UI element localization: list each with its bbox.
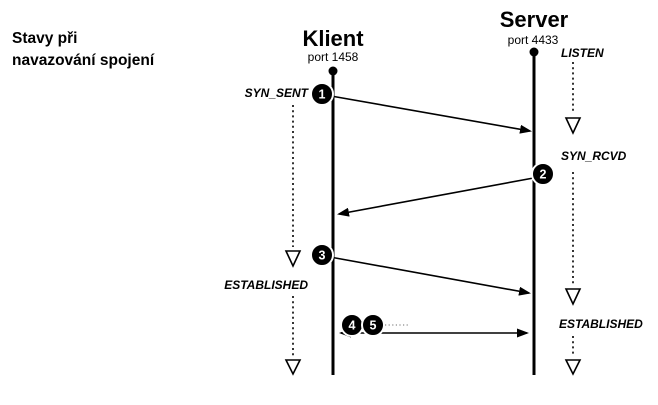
server-lifeline-start-dot xyxy=(529,47,539,57)
client-state-syn-sent-label: SYN_SENT xyxy=(245,86,310,100)
server-state-syn-rcvd-label: SYN_RCVD xyxy=(561,149,627,163)
step-badge-5: 5 xyxy=(361,313,385,337)
client-lifeline-start-dot xyxy=(328,66,338,76)
step-badge-3: 3 xyxy=(310,243,334,267)
step-badge-2-number: 2 xyxy=(540,168,547,182)
client-state-open-arrowhead-2 xyxy=(284,359,302,376)
server-title: Server xyxy=(500,7,569,32)
syn-message-arrow xyxy=(330,95,532,134)
ack-message-arrow xyxy=(329,256,531,296)
page-title-line2: navazování spojení xyxy=(12,52,155,69)
step-badge-1: 1 xyxy=(310,82,334,106)
server-state-listen-label: LISTEN xyxy=(561,46,604,60)
client-state-established-label: ESTABLISHED xyxy=(224,278,308,292)
step-badge-5-number: 5 xyxy=(370,319,377,333)
client-port-label: port 1458 xyxy=(308,50,359,64)
step-badge-3-circle xyxy=(310,243,334,267)
step-badge-1-circle xyxy=(310,82,334,106)
step-badge-2-circle xyxy=(531,162,555,186)
step-badge-2: 2 xyxy=(531,162,555,186)
server-state-open-arrowhead-3 xyxy=(564,359,582,376)
server-state-open-arrowhead-1 xyxy=(564,117,582,135)
client-state-open-arrowhead-1 xyxy=(284,250,302,268)
step-badge-1-number: 1 xyxy=(319,88,326,102)
step-badge-5-circle xyxy=(361,313,385,337)
syn-ack-message-arrow xyxy=(337,176,540,217)
client-title: Klient xyxy=(302,26,364,51)
server-port-label: port 4433 xyxy=(508,33,559,47)
page-title-line1: Stavy při xyxy=(12,30,77,47)
server-state-open-arrowhead-2 xyxy=(564,288,582,306)
step-badge-4-number: 4 xyxy=(349,319,356,333)
step-badge-4: 4 xyxy=(340,313,364,337)
step-badge-3-number: 3 xyxy=(319,249,326,263)
server-state-established-label: ESTABLISHED xyxy=(559,317,643,331)
